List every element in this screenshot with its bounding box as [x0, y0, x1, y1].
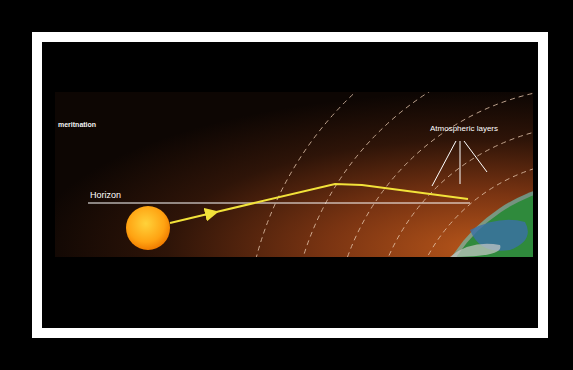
horizon-label: Horizon [90, 191, 121, 201]
light-ray [212, 184, 468, 213]
leader-line [432, 141, 487, 186]
frame [37, 37, 543, 333]
light-ray [170, 213, 212, 223]
logo-text: meritnation [58, 121, 96, 129]
sky [55, 92, 533, 257]
layers-label: Atmospheric layers [430, 125, 498, 134]
sun [126, 206, 170, 250]
atmospheric-layers [245, 92, 533, 257]
earth-cloud [450, 244, 500, 257]
horizon-line [88, 203, 470, 204]
earth-glow [426, 181, 533, 257]
